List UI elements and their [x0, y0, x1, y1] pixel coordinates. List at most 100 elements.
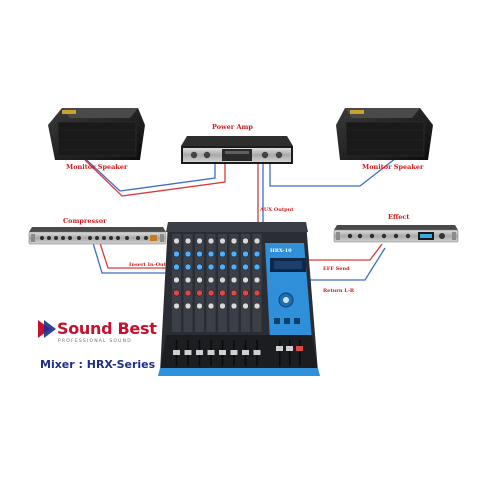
- cable-amp-to-left-speaker: [77, 151, 216, 192]
- channel-knob-icon: [230, 289, 238, 297]
- channel-knob-icon: [173, 302, 180, 310]
- channel-knob-icon: [207, 250, 215, 258]
- fader-cap-icon: [184, 350, 192, 355]
- channel-knob-icon: [184, 263, 192, 271]
- channel-knob-icon: [184, 250, 192, 258]
- fader-cap-icon: [242, 350, 249, 355]
- cable-amp-to-right-speaker: [269, 154, 401, 187]
- fader-cap-icon: [253, 350, 261, 355]
- channel-knob-icon: [184, 276, 192, 284]
- speaker-badge-icon: [62, 110, 76, 114]
- label-compressor: Compressor: [63, 217, 107, 225]
- master-fader-slot: [299, 340, 301, 366]
- channel-knob-icon: [173, 237, 180, 245]
- channel-knob-icon: [242, 237, 249, 245]
- channel-knob-icon: [184, 237, 192, 245]
- channel-knob-icon: [242, 289, 249, 297]
- channel-knob-icon: [230, 237, 238, 245]
- brand-tagline: PROFESSIONAL SOUND: [58, 339, 132, 344]
- monitor-speaker-left: [48, 108, 145, 160]
- channel-knob-icon: [196, 276, 203, 284]
- cable-compressor-insert-blue: [92, 242, 176, 274]
- channel-knob-icon: [253, 250, 261, 258]
- channel-knob-icon: [253, 263, 261, 271]
- master-fader-cap-icon: [276, 346, 283, 351]
- label-mixer-model: HRX-10: [270, 248, 292, 254]
- channel-knob-icon: [196, 302, 203, 310]
- channel-knob-icon: [173, 250, 180, 258]
- channel-knob-icon: [230, 302, 238, 310]
- speaker-badge-icon: [350, 110, 364, 114]
- knob-icon: [439, 233, 445, 239]
- fader-cap-icon: [196, 350, 203, 355]
- channel-knob-icon: [253, 276, 261, 284]
- channel-knob-icon: [242, 302, 249, 310]
- channel-knob-icon: [196, 289, 203, 297]
- monitor-speaker-right: [336, 108, 433, 160]
- master-fader-cap-icon: [296, 346, 303, 351]
- mixer-channel-strips: [172, 234, 262, 332]
- channel-knob-icon: [207, 237, 215, 245]
- effect-unit: [333, 225, 459, 243]
- channel-knob-icon: [196, 237, 203, 245]
- channel-knob-icon: [184, 289, 192, 297]
- master-fader-slot: [289, 340, 291, 366]
- channel-knob-icon: [184, 302, 192, 310]
- cable-group: [77, 151, 401, 281]
- channel-knob-icon: [242, 250, 249, 258]
- fader-cap-icon: [219, 350, 226, 355]
- channel-knob-icon: [196, 250, 203, 258]
- label-effect: Effect: [388, 213, 410, 221]
- label-insert: Insert In-Out: [129, 262, 167, 268]
- channel-knob-icon: [219, 302, 226, 310]
- channel-knob-icon: [219, 289, 226, 297]
- channel-knob-icon: [253, 237, 261, 245]
- master-fader-slot: [279, 340, 281, 366]
- power-amp-unit: [181, 136, 293, 164]
- channel-knob-icon: [219, 276, 226, 284]
- mixer-series-caption: Mixer : HRX-Series: [40, 358, 156, 371]
- channel-knob-icon: [230, 263, 238, 271]
- knob-icon: [190, 151, 198, 159]
- label-return: Return L-R: [323, 288, 355, 294]
- channel-knob-icon: [207, 289, 215, 297]
- label-monitor-speaker-left: Monitor Speaker: [66, 163, 128, 171]
- compressor-knobs: [40, 236, 148, 240]
- compressor-unit: [28, 227, 167, 245]
- channel-knob-icon: [230, 276, 238, 284]
- channel-knob-icon: [207, 302, 215, 310]
- mixer-faders: [173, 340, 303, 366]
- master-fader-cap-icon: [286, 346, 293, 351]
- cable-amp-to-left-speaker-2: [84, 159, 226, 197]
- channel-knob-icon: [242, 276, 249, 284]
- channel-knob-icon: [219, 250, 226, 258]
- channel-knob-icon: [196, 263, 203, 271]
- cable-compressor-insert-red: [99, 242, 178, 269]
- channel-knob-icon: [173, 289, 180, 297]
- channel-knob-icon: [253, 302, 261, 310]
- fader-cap-icon: [173, 350, 180, 355]
- sound-best-logo-icon: [38, 320, 56, 338]
- label-power-amp: Power Amp: [212, 123, 253, 131]
- label-eff-send: EFF Send: [323, 266, 350, 272]
- channel-knob-icon: [173, 263, 180, 271]
- mixer-master-panel: [265, 243, 312, 340]
- knob-icon: [275, 151, 283, 159]
- channel-knob-icon: [230, 250, 238, 258]
- channel-knob-icon: [207, 276, 215, 284]
- channel-knob-icon: [207, 263, 215, 271]
- channel-knob-icon: [242, 263, 249, 271]
- channel-knob-icon: [219, 263, 226, 271]
- fader-cap-icon: [230, 350, 238, 355]
- fader-cap-icon: [207, 350, 215, 355]
- channel-knob-icon: [253, 289, 261, 297]
- knob-icon: [261, 151, 269, 159]
- brand-name: Sound Best: [57, 319, 157, 338]
- label-aux-output: AUX Output: [260, 207, 294, 213]
- label-monitor-speaker-right: Monitor Speaker: [362, 163, 424, 171]
- channel-knob-icon: [219, 237, 226, 245]
- knob-icon: [203, 151, 211, 159]
- channel-knob-icon: [173, 276, 180, 284]
